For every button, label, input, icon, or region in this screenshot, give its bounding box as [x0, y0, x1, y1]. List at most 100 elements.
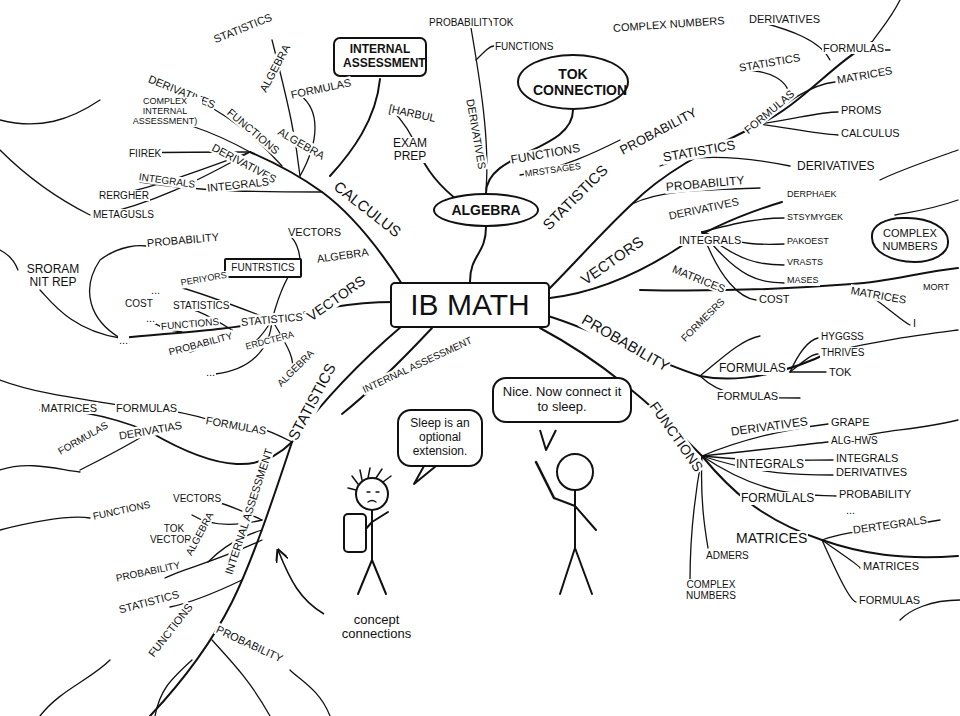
branch-label: FIIREK [128, 148, 162, 159]
branch-label: FORMULAS [822, 42, 885, 54]
branch-label: FORMULAS [289, 76, 353, 101]
branch-line [872, 0, 900, 42]
branch-line [790, 371, 826, 372]
branch-line [702, 456, 836, 496]
branch-label: INTEGRALS [678, 234, 742, 246]
branch-label: ALGEBRA [315, 246, 370, 265]
branch-label: PROBABILITY [213, 623, 285, 665]
assessment-box: INTERNAL ASSESSMENT [333, 37, 427, 77]
branch-label: PROBABILITY [578, 311, 673, 375]
speech-bubble: Sleep is an optional extension. [397, 409, 483, 466]
branch-label: PROBABILITY [167, 329, 235, 357]
branch-label: FUNCTIONS [145, 600, 195, 660]
branch-label: VRASTS [786, 258, 824, 268]
branch-label: I [912, 317, 917, 329]
branch-label: PROBABILITY [664, 173, 746, 193]
branch-line [702, 456, 833, 475]
branch-label: ALGEBRA [275, 125, 328, 162]
branch-label: TOK [492, 17, 514, 28]
branch-label: ... [205, 366, 216, 378]
branch-line [40, 290, 120, 338]
branch-line [476, 46, 494, 60]
branch-line [342, 328, 432, 414]
node-text: Sleep is an optional extension. [406, 417, 474, 458]
branch-label: VECTORS [172, 493, 222, 504]
branch-label: FUNCTIONS [494, 41, 554, 52]
algebra-ellipse: ALGEBRA [433, 193, 538, 227]
branch-label: ... [150, 284, 161, 296]
stick-figures [344, 454, 596, 594]
branch-label: [HARBUL [387, 102, 438, 124]
branch-line [150, 442, 292, 716]
branch-label: STATISTICS [211, 10, 275, 45]
branch-label: STATISTICS [737, 51, 802, 74]
branch-line [170, 580, 242, 607]
branch-label: ALGEBRA [257, 42, 293, 95]
branch-line [367, 492, 379, 502]
branch-line [344, 514, 366, 552]
branch-label: FORMULAS [858, 594, 921, 606]
branch-label: DERIVATIVES [748, 13, 821, 25]
branch-label: EXAM PREP [385, 137, 435, 163]
branch-label: DERIVATIVES [729, 414, 810, 438]
node-text: INTERNAL ASSESSMENT [343, 43, 417, 71]
branch-line [414, 466, 436, 484]
branch-label: ... [145, 312, 156, 324]
branch-label: FORMULAS [718, 362, 787, 375]
branch-line [554, 490, 596, 594]
branch-line [290, 670, 330, 716]
small-box: FUNTRSTICS [224, 258, 301, 278]
branch-label: DERIVATIVES [796, 160, 876, 173]
branch-label: THRIVES [820, 347, 865, 358]
branch-label: SRORAM NIT REP [22, 263, 84, 289]
branch-line [356, 478, 388, 510]
branch-line [90, 246, 146, 338]
branch-label: DERIVATIVES [667, 195, 741, 222]
branch-line [822, 540, 856, 602]
branch-label: MATRICES [849, 284, 908, 306]
branch-label: STATISTICS [661, 138, 738, 165]
branch-label: MATRICES [670, 262, 728, 295]
branch-label: ERDCTERA [244, 330, 296, 353]
branch-line [540, 430, 556, 450]
branch-label: VECTORS [304, 272, 370, 324]
branch-label: PROBABILITY [428, 17, 496, 28]
branch-label: MASES [786, 276, 820, 286]
branch-label: INTERNAL ASSESSMENT [360, 334, 475, 395]
branch-label: DERIVATIVES [835, 466, 908, 478]
branch-line [557, 454, 593, 490]
branch-label: FORMULAS [55, 418, 110, 456]
branch-label: VECTORS [287, 226, 342, 238]
branch-label: COST [758, 293, 791, 305]
branch-label: FORMULAS [204, 414, 268, 437]
branch-label: ... [118, 334, 129, 346]
branch-label: COST [124, 298, 154, 309]
callout-label: concept connections [328, 613, 425, 642]
branch-label: STSYMYGEK [786, 213, 844, 223]
branch-line [40, 660, 110, 716]
branch-label: STATISTICS [239, 310, 304, 328]
branch-label: PROBABILITY [145, 231, 220, 250]
node-text: ALGEBRA [451, 202, 520, 218]
branch-label: RERGHER [98, 190, 150, 201]
branch-label: COMPLEX INTERNAL ASSESSMENT) [128, 97, 202, 127]
branch-line [0, 100, 100, 124]
node-text: Nice. Now connect it to sleep. [502, 385, 622, 415]
branch-label: MATRICES [862, 560, 920, 572]
branch-label: MATRICES [735, 531, 808, 546]
branch-label: PROMS [840, 104, 882, 116]
branch-label: ALGEBRA [274, 346, 317, 389]
branch-label: PERIYORS [179, 271, 228, 289]
branch-label: CALCULUS [840, 127, 901, 139]
branch-line [540, 328, 958, 557]
speech-bubble: Nice. Now connect it to sleep. [492, 377, 632, 423]
branch-label: FORMULAS [716, 390, 779, 402]
branch-label: FORMULAS [741, 87, 797, 137]
branch-line [702, 456, 708, 548]
main-branches [120, 42, 958, 716]
branch-label: INTEGRALS [205, 175, 270, 194]
branch-label: COMPLEX NUMBERS [680, 579, 742, 601]
branch-connector [470, 227, 486, 282]
branch-label: VECTORS [577, 232, 647, 288]
